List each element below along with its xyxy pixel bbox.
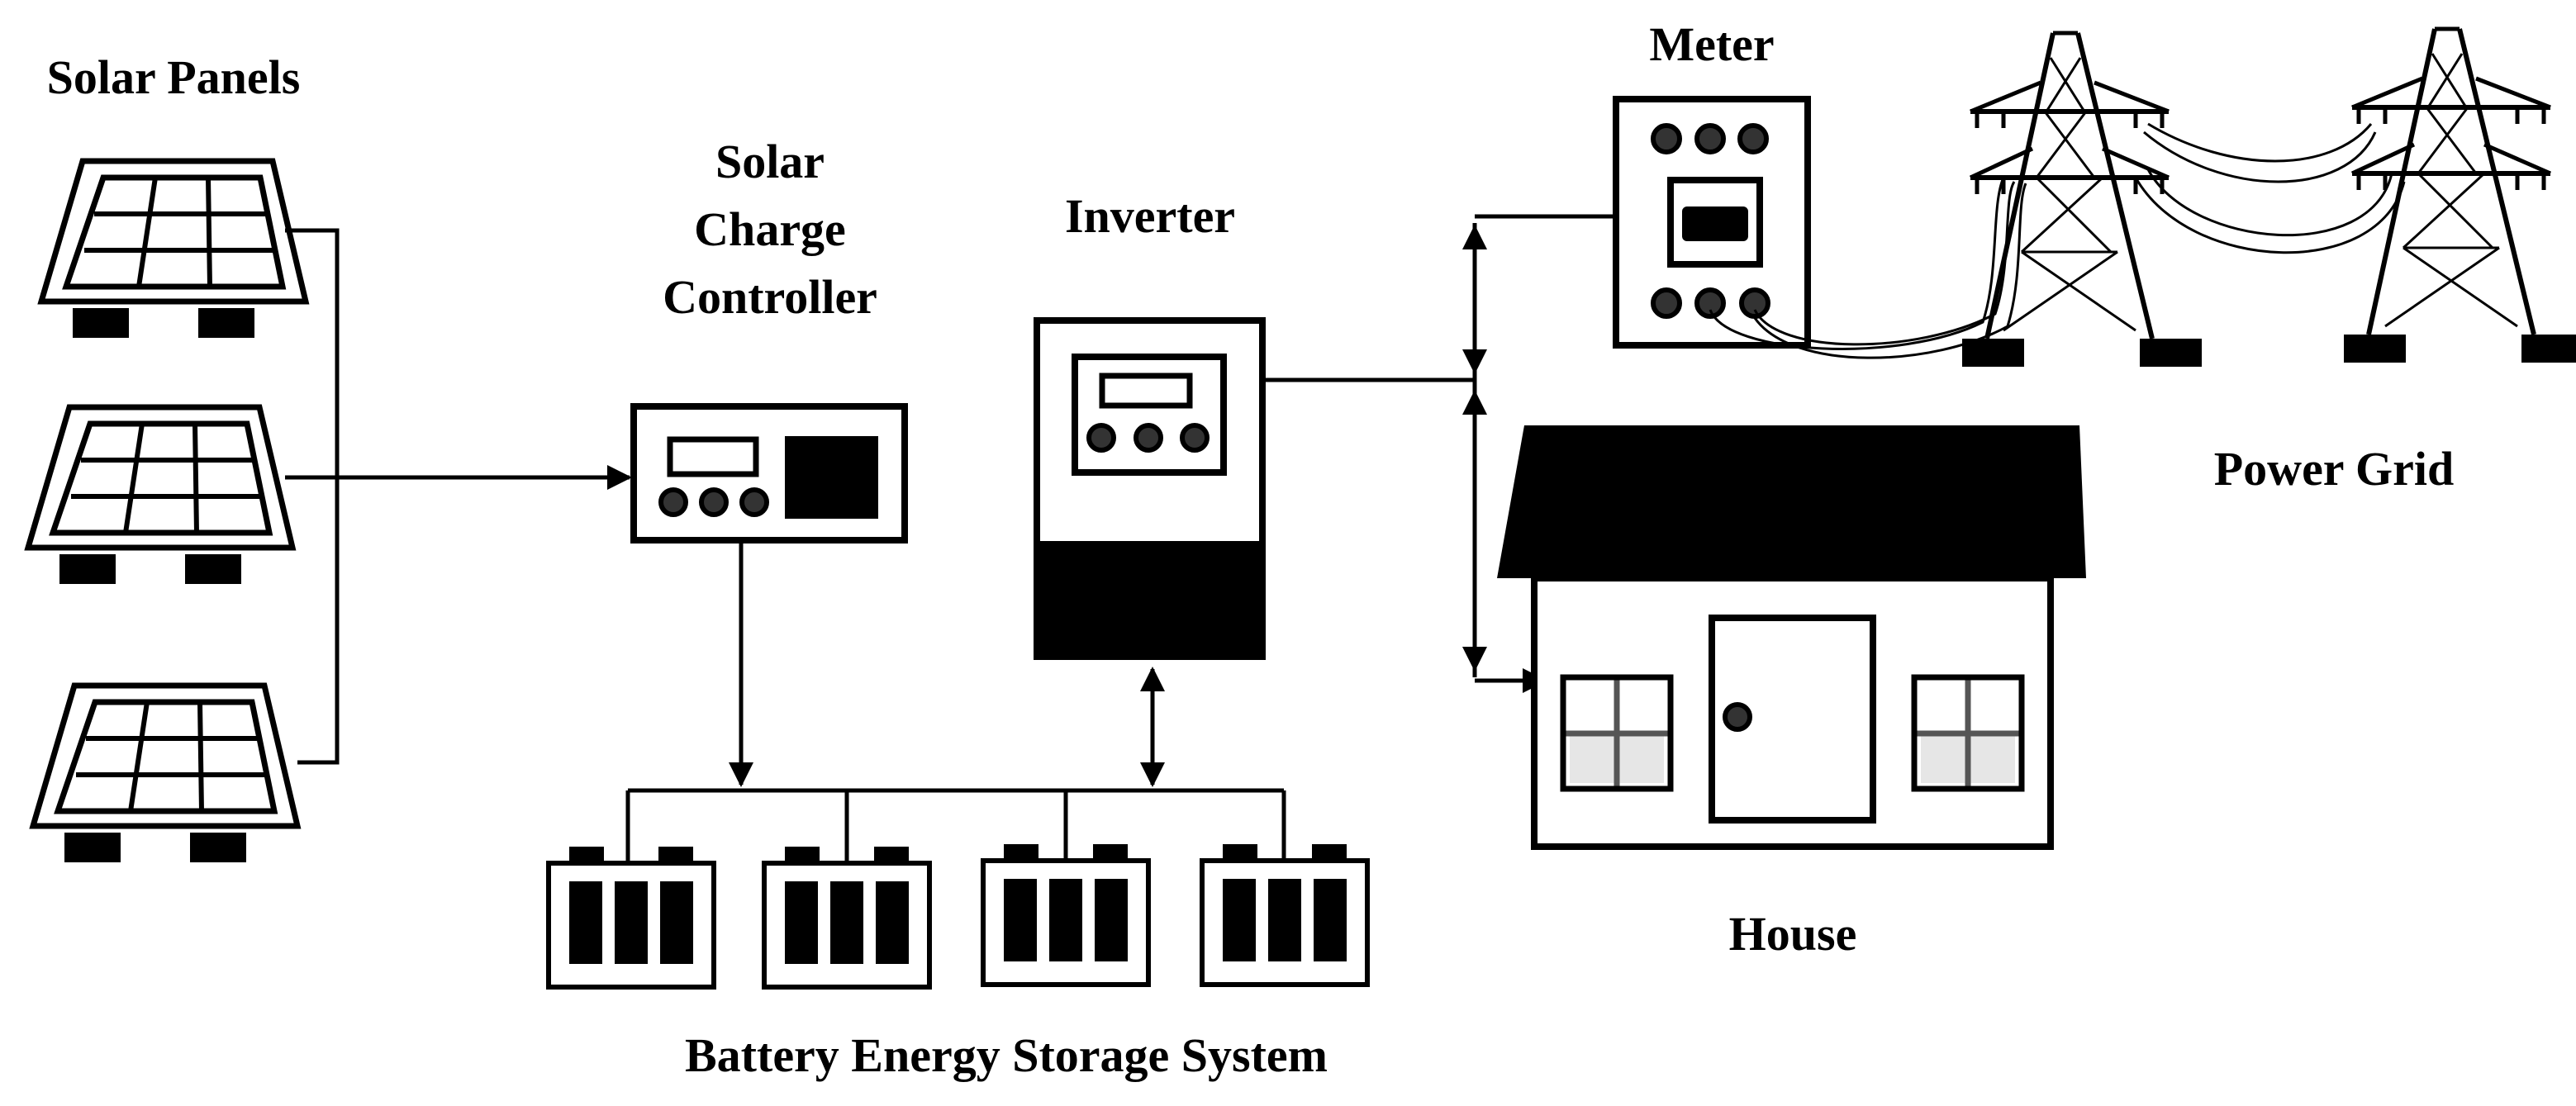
battery-icon (1202, 844, 1367, 985)
inverter-label: Inverter (1065, 189, 1235, 243)
power-grid-label: Power Grid (2214, 442, 2454, 496)
transmission-tower-icon (2344, 29, 2576, 363)
meter-icon (1613, 96, 1811, 349)
solar-panel-icon (33, 686, 297, 862)
charge-controller-icon (630, 403, 908, 544)
inverter-icon (1034, 317, 1266, 660)
battery-icon (549, 847, 714, 987)
battery-bus (625, 788, 1286, 870)
house-icon (1497, 425, 2086, 850)
charge-controller-label-line1: Solar (715, 135, 825, 188)
house-label: House (1729, 907, 1857, 961)
panel-wiring (285, 228, 632, 765)
battery-system-label: Battery Energy Storage System (685, 1028, 1328, 1082)
charge-controller-label-line3: Controller (663, 270, 877, 324)
solar-panel-icon (28, 407, 292, 584)
solar-panel-icon (41, 161, 306, 338)
battery-icon (983, 844, 1148, 985)
distribution-wiring (1262, 214, 1615, 693)
solar-panels-label: Solar Panels (47, 50, 301, 104)
charge-controller-label-line2: Charge (694, 202, 846, 256)
battery-icon (764, 847, 929, 987)
meter-label: Meter (1649, 17, 1774, 71)
grid-cables (1709, 122, 2406, 359)
